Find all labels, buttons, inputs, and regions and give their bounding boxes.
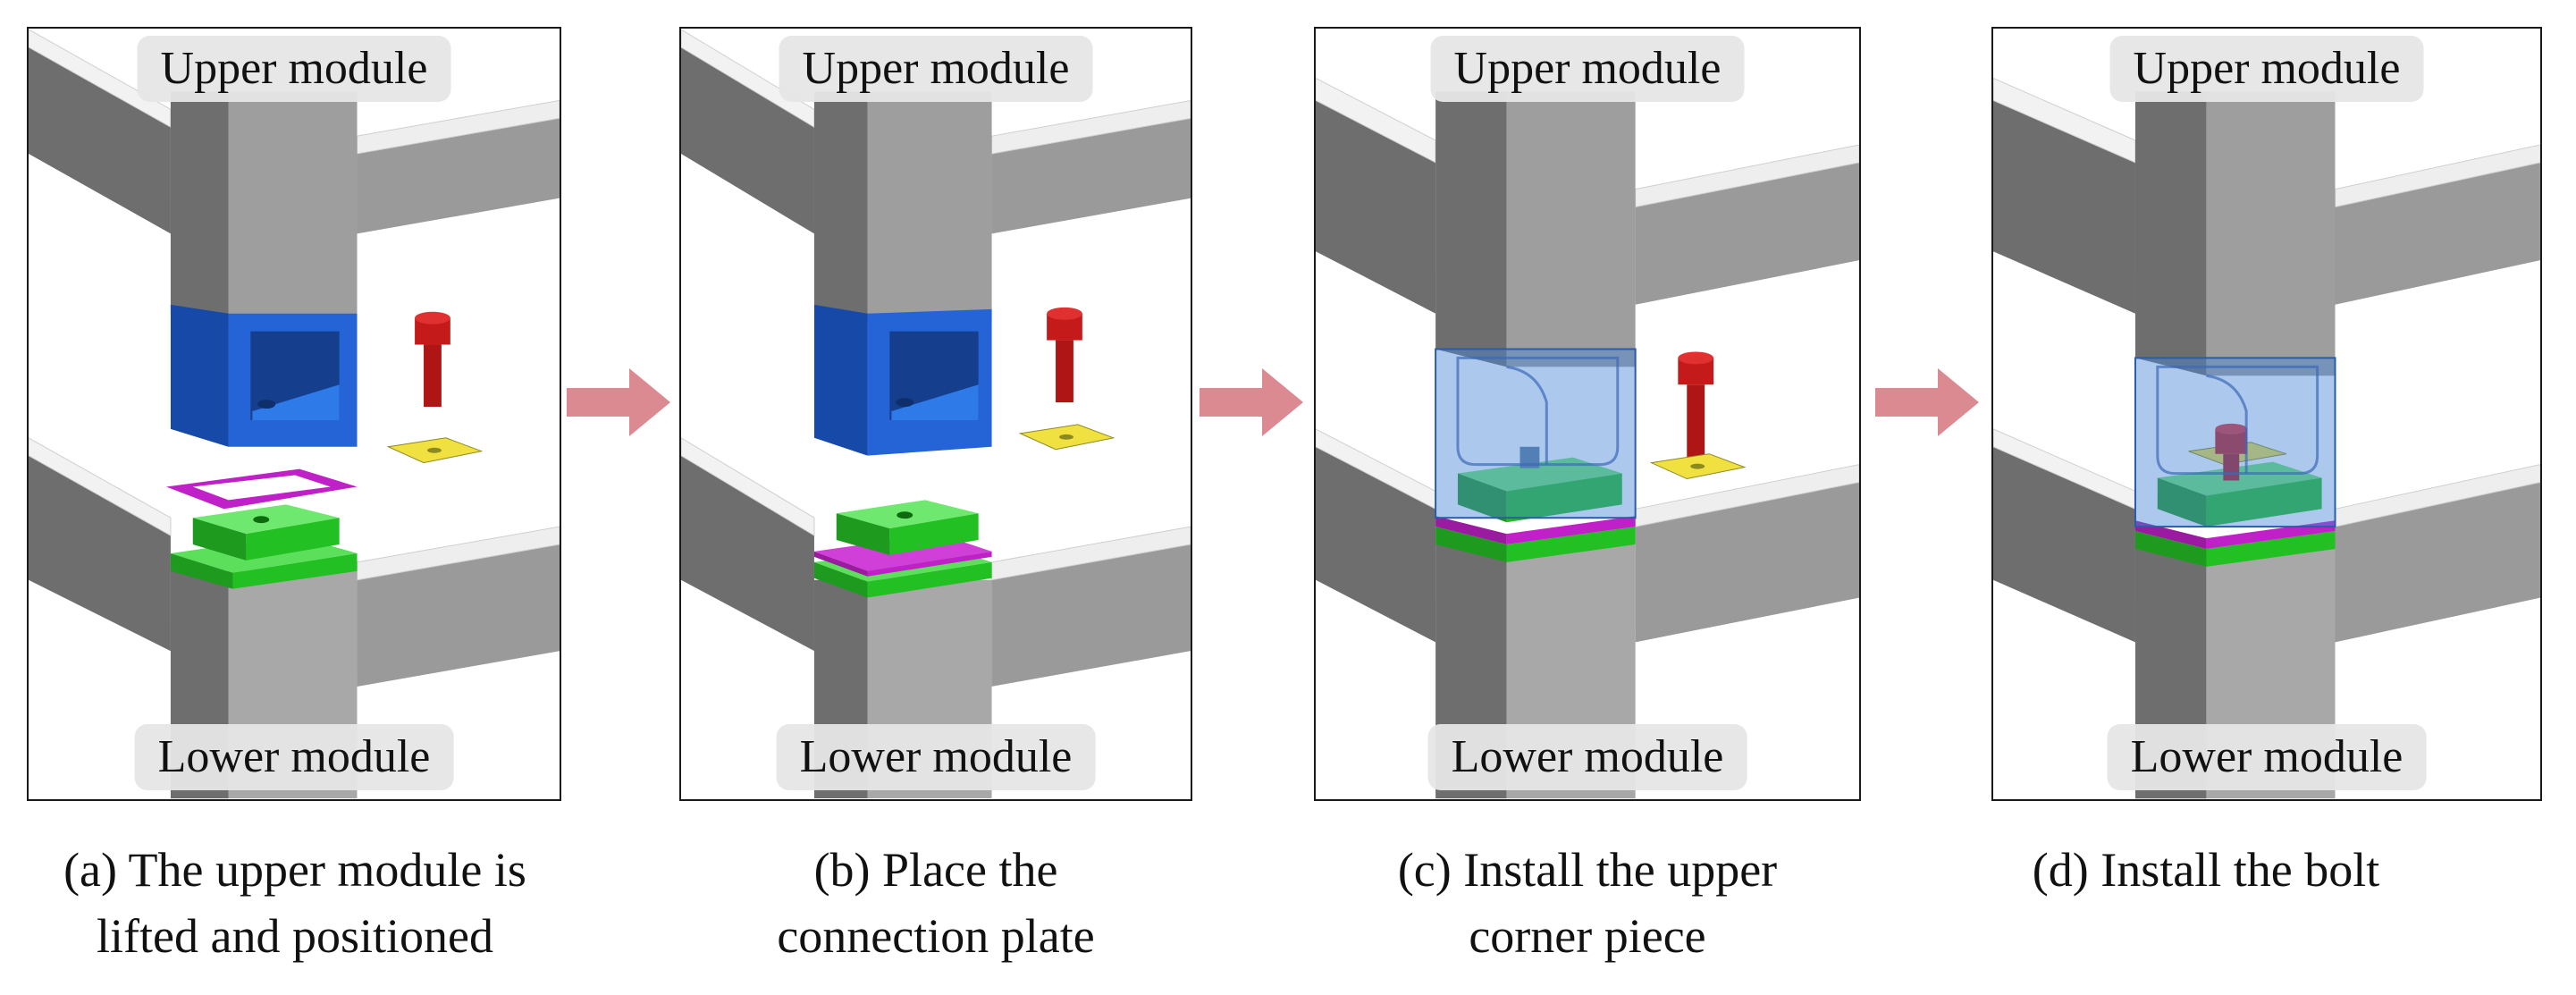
upper-beam-left [681, 46, 814, 234]
caption-step-b: (b) Place the connection plate [661, 837, 1210, 969]
step-c-panel: Upper module Lower module [1314, 27, 1861, 801]
lower-beam-left [29, 455, 171, 652]
step-a-panel: Upper module Lower module [27, 27, 561, 801]
step-arrow-icon [567, 368, 670, 436]
connection-plate [1435, 516, 1636, 545]
caption-line: (a) The upper module is [63, 843, 526, 897]
caption-line: connection plate [777, 909, 1095, 963]
upper-corner-piece [2134, 357, 2336, 528]
step-d-illustration [1993, 77, 2540, 799]
upper-module-label: Upper module [1430, 36, 1745, 102]
caption-line: corner piece [1469, 909, 1706, 963]
upper-beam-left [1993, 100, 2135, 314]
caption-line: (b) Place the [813, 843, 1058, 897]
upper-beam-left [1316, 100, 1436, 314]
upper-column [2134, 91, 2207, 376]
caption-step-c: (c) Install the upper corner piece [1287, 837, 1888, 969]
upper-beam-right [357, 118, 560, 234]
upper-module-label: Upper module [137, 36, 451, 102]
caption-line: lifted and positioned [97, 909, 493, 963]
caption-line: (d) Install the bolt [2032, 843, 2380, 897]
bolt [415, 311, 450, 408]
caption-step-d: (d) Install the bolt [1949, 837, 2463, 903]
caption-line: (c) Install the upper [1397, 843, 1778, 897]
lower-beam-right [991, 544, 1191, 687]
upper-column [170, 91, 229, 332]
upper-corner-piece [1435, 348, 1637, 519]
step-b-panel: Upper module Lower module [679, 27, 1192, 801]
lower-beam-right [357, 544, 560, 687]
upper-beam-left [29, 46, 171, 234]
upper-beam-right [1635, 162, 1859, 305]
bolt [1047, 307, 1082, 403]
upper-module-label: Upper module [779, 36, 1093, 102]
step-arrow-icon [1875, 368, 1979, 436]
lower-module-label: Lower module [134, 724, 454, 790]
lower-beam-left [1316, 446, 1436, 643]
lower-beam-right [1635, 482, 1859, 643]
lower-beam-right [2335, 482, 2540, 643]
upper-beam-right [2335, 162, 2540, 305]
lower-corner-piece [1435, 527, 1636, 562]
step-c-illustration [1316, 77, 1859, 799]
step-a-illustration [29, 29, 560, 799]
upper-module-label: Upper module [2109, 36, 2424, 102]
caption-step-a: (a) The upper module is lifted and posit… [0, 837, 590, 969]
lower-module-label: Lower module [1427, 724, 1747, 790]
lower-corner-piece [170, 504, 358, 589]
lower-beam-left [1993, 446, 2135, 643]
step-b-illustration [681, 29, 1191, 798]
connection-plate [165, 468, 358, 510]
upper-column [813, 91, 868, 323]
lower-module-label: Lower module [2107, 724, 2427, 790]
step-d-panel: Upper module Lower module [1991, 27, 2542, 801]
lower-beam-left [681, 455, 814, 652]
upper-corner-piece [170, 304, 358, 447]
step-arrow-icon [1200, 368, 1303, 436]
bolt [1678, 351, 1714, 469]
upper-corner-piece [813, 304, 992, 456]
upper-column [1435, 91, 1507, 367]
lower-corner-piece [2134, 531, 2336, 567]
upper-beam-right [991, 118, 1191, 234]
lower-module-label: Lower module [776, 724, 1096, 790]
